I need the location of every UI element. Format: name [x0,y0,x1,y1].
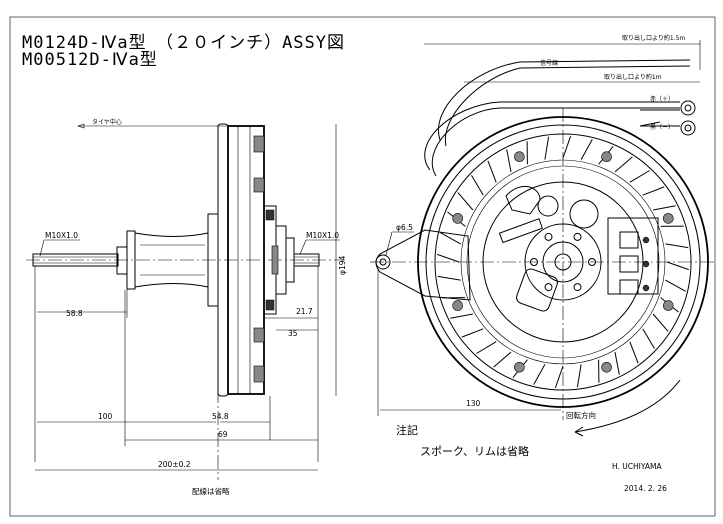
rotation-direction-label: 回転方向 [566,410,596,420]
cooling-fin [642,186,665,196]
cooling-fin [666,261,689,271]
hub-hole [544,283,553,292]
hub-hole [573,232,582,241]
hole-diameter-label: φ6.5 [396,223,413,232]
dim-200: 200±0.2 [158,460,191,469]
bolt-head [514,151,525,162]
cooling-fin [629,341,639,364]
cable-length-2: 取り出し口より約1m [604,73,662,81]
title-line-2: M00512D-Ⅳa型 [22,50,158,70]
title-line-1: M0124D-Ⅳa型 （２０インチ）ASSY図 [22,33,345,53]
hub-holes [530,232,596,292]
mounting-bolts [452,151,674,373]
dim-100: 100 [98,412,113,421]
author-name: H. UCHIYAMA [612,462,662,471]
cooling-fin [665,279,686,292]
dim-35: 35 [288,329,298,338]
cooling-fin [493,351,512,368]
cooling-fin [476,341,497,354]
cooling-fin [576,364,582,388]
cooling-fin [629,170,650,183]
thread-left-label: M10X1.0 [45,231,78,240]
hub-hole [544,232,553,241]
cooling-fin [665,243,689,249]
bolt-head [601,361,612,373]
bolt-head [452,213,464,224]
cable-length-1: 取り出し口より約1.5m [622,34,685,42]
cooling-fin [614,156,633,173]
signal-wire-label: 信号線 [540,59,558,67]
bolt-head [662,213,674,224]
plus-wire-label: 赤（＋） [650,96,674,103]
side-view: タイヤ中心 M10X1.0 M10X1.0 φ194 58.8 21.7 35 … [26,118,347,496]
cooling-fin [437,275,461,281]
cooling-fin [487,160,497,183]
minus-wire-label: 黒（－） [650,124,674,131]
dim-69: 69 [218,430,228,439]
dim-54-8: 54.8 [212,412,229,421]
dim-21-7: 21.7 [296,307,313,316]
bolt-head [452,300,464,311]
note-text: スポーク、リムは省略 [420,444,529,458]
note-heading: 注記 [396,423,418,437]
cooling-fin [554,365,564,388]
cooling-fin [440,232,461,245]
cooling-fin [652,313,669,332]
front-view: 取り出し口より約1.5m 取り出し口より約1m 信号線 赤（＋） 黒（－） [370,34,715,437]
cooling-fin [457,192,474,211]
cooling-fin [533,364,546,385]
drawing-date: 2014. 2. 26 [624,484,667,493]
cooling-fin [642,328,655,349]
drawing-border [9,16,716,517]
cooling-fin [437,253,460,263]
dim-58-8: 58.8 [66,309,83,318]
tire-center-label: タイヤ中心 [92,118,122,126]
cooling-fin [614,352,620,375]
wiring-omitted-caption: 配線は省略 [192,486,230,496]
cooling-fin [653,205,676,211]
cooling-fin [580,139,593,160]
cooling-fin [544,136,550,160]
bolt-head [514,361,525,373]
cooling-fin [562,136,572,159]
cooling-fin [450,313,473,319]
bolt-head [601,151,612,162]
diameter-label: φ194 [338,256,347,275]
cooling-fin [471,175,484,196]
thread-right-label: M10X1.0 [306,231,339,240]
cooling-fin [461,328,484,338]
dim-130: 130 [466,399,481,408]
hub-hole [573,283,582,292]
cooling-fin [506,149,512,172]
bolt-head [662,300,674,311]
